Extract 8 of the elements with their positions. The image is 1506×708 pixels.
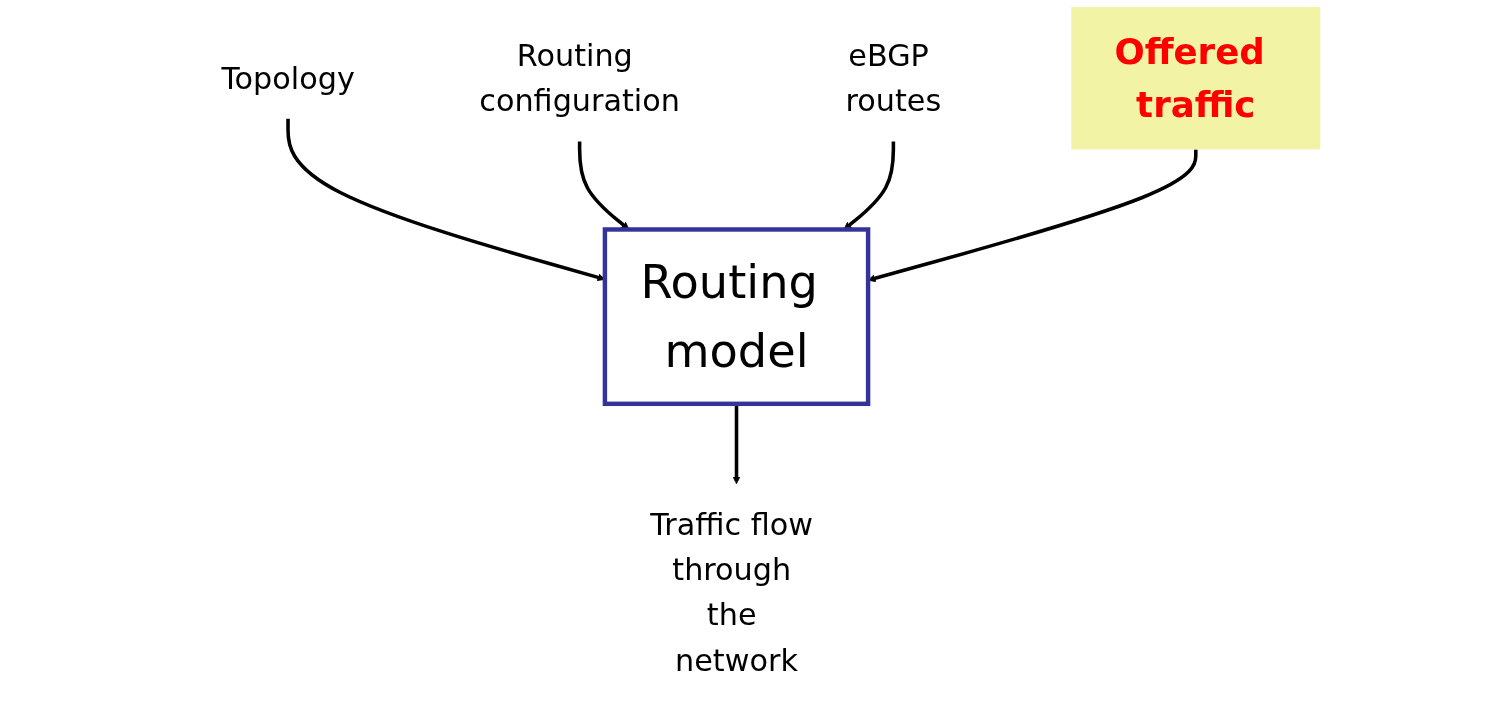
arrow	[843, 141, 896, 230]
node-box: Offered traffic	[1071, 7, 1321, 150]
node-text: Traffic flow through the network	[650, 506, 814, 678]
node-text: Routing configuration	[479, 37, 680, 119]
node-text: Topology	[221, 60, 355, 96]
arrow	[577, 141, 630, 230]
node-text: eBGP routes	[845, 37, 942, 119]
node-box: Routing model	[602, 227, 871, 407]
